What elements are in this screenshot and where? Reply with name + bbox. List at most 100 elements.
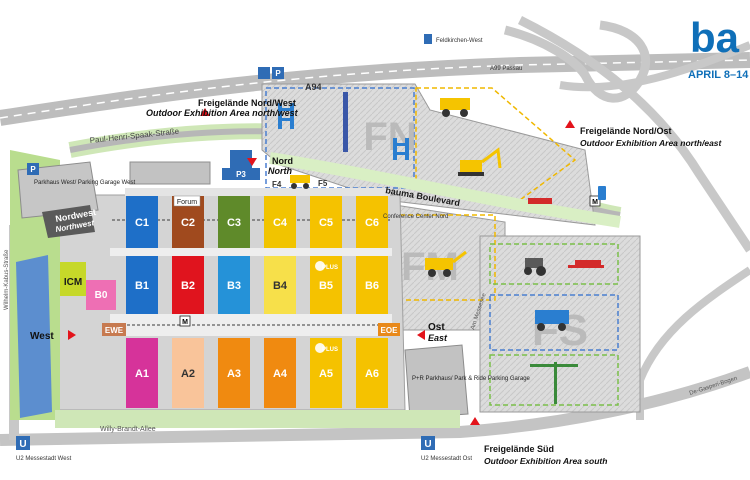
tower-crane-icon [530,362,578,404]
hall-a2[interactable] [172,338,204,408]
nordwest-entrance [42,205,95,238]
hall-b6[interactable] [356,256,388,314]
eoe-building[interactable] [378,323,400,336]
hall-a6[interactable] [356,338,388,408]
plus-badge-b5 [315,261,325,271]
p3-marker [230,150,252,172]
hall-label-a3: A3 [227,368,241,380]
east-road [636,266,750,420]
ost-entrance-marker [417,330,425,340]
f5-label: F5 [318,179,328,188]
no-area-marker [565,120,575,128]
fair-dates: APRIL 8–14 [688,69,749,81]
entrance-ost-de: Ost [428,322,445,333]
hall-label-b6: B6 [365,280,379,292]
roller-icon [290,175,310,189]
u-west-label: U2 Messestadt West [16,456,72,462]
outdoor-sued-en: Outdoor Exhibition Area south [484,456,607,466]
hall-b3[interactable] [218,256,250,314]
icm-building[interactable] [60,262,86,296]
hall-label-a2: A2 [181,368,195,380]
zone-yellow-fn [415,87,577,201]
tower-icon [343,92,348,152]
north-service-road [125,188,390,196]
scaffold-icon [393,138,409,160]
hall-c6[interactable] [356,196,388,248]
parking-sign-north: P [258,67,284,79]
u-ost-label: U2 Messestadt Ost [421,456,472,462]
forum-box [173,195,201,207]
street-south-label: Willy-Brandt-Allee [100,426,156,433]
hall-label-c6: C6 [365,217,379,229]
p3-label: P3 [236,170,246,179]
hall-label-b4: B4 [273,280,288,292]
feldkirchen-sign [424,34,432,44]
b0-building[interactable] [86,280,116,310]
hall-c1[interactable] [126,196,158,248]
dumper-icon [440,98,470,117]
a99-road [517,15,750,253]
hall-label-b5: B5 [319,280,333,292]
u-ost-glyph: U [424,439,431,450]
sued-area-marker [470,417,480,425]
hall-b2[interactable] [172,256,204,314]
hall-b4[interactable] [264,256,296,314]
nw-area-marker [200,108,210,116]
svg-text:P: P [275,69,281,78]
excavator-icon [458,147,502,176]
p3-sign [222,168,260,180]
a94-label: A94 [305,82,322,92]
hall-b1[interactable] [126,256,158,314]
hall-c3[interactable] [218,196,250,248]
south-avenue [0,366,750,446]
harvester-icon [568,260,604,268]
a94-road [0,52,750,126]
zone-yellow-fm [399,214,496,301]
ewe-building[interactable] [102,323,126,336]
outdoor-sued-de: Freigelände Süd [484,444,554,454]
entrance-west: West [30,331,54,342]
eoe-label: EOE [381,326,399,335]
outdoor-nw-en: Outdoor Exhibition Area north/west [146,108,299,118]
hall-c5[interactable] [310,196,342,248]
plus-badge-a5 [315,343,325,353]
north-buildings [129,161,211,185]
conference-label: Conference Center Nord [383,214,448,220]
parking-garage-west [17,161,99,219]
walkway-cb [110,248,392,256]
zone-blue-fs [489,294,619,351]
bauma-logo: ba [690,14,740,61]
garage-west-label: Parkhaus West/ Parking Garage West [34,180,135,186]
hall-a4[interactable] [264,338,296,408]
outdoor-nw-de: Freigelände Nord/West [198,98,296,108]
hall-a3[interactable] [218,338,250,408]
bauma-boulevard-path [269,152,621,228]
hall-label-b2: B2 [181,280,195,292]
hall-label-a6: A6 [365,368,379,380]
entrance-nord-en: North [268,166,292,176]
f4-label: F4 [272,180,282,189]
west-lake [16,255,52,418]
b0-label: B0 [95,290,108,301]
hall-label-a5: A5 [319,368,333,380]
parking-garage-sign [27,163,39,175]
metro-marker-east: M [589,195,601,207]
outdoor-no-de: Freigelände Nord/Ost [580,126,672,136]
entrance-ost-en: East [428,333,448,343]
bus-icon [598,186,606,200]
concrete-mixer-icon [535,310,569,331]
hall-label-b3: B3 [227,280,241,292]
west-entrance-marker [68,330,76,340]
svg-text:M: M [182,319,188,326]
forum-label: Forum [177,199,197,206]
hall-a1[interactable] [126,338,158,408]
interchange-ramp [503,20,651,103]
tractor-icon [524,258,546,276]
entrance-nord-de: Nord [272,156,293,166]
outdoor-no-en: Outdoor Exhibition Area north/east [580,138,723,148]
crane-icon [278,103,294,129]
hall-c4[interactable] [264,196,296,248]
